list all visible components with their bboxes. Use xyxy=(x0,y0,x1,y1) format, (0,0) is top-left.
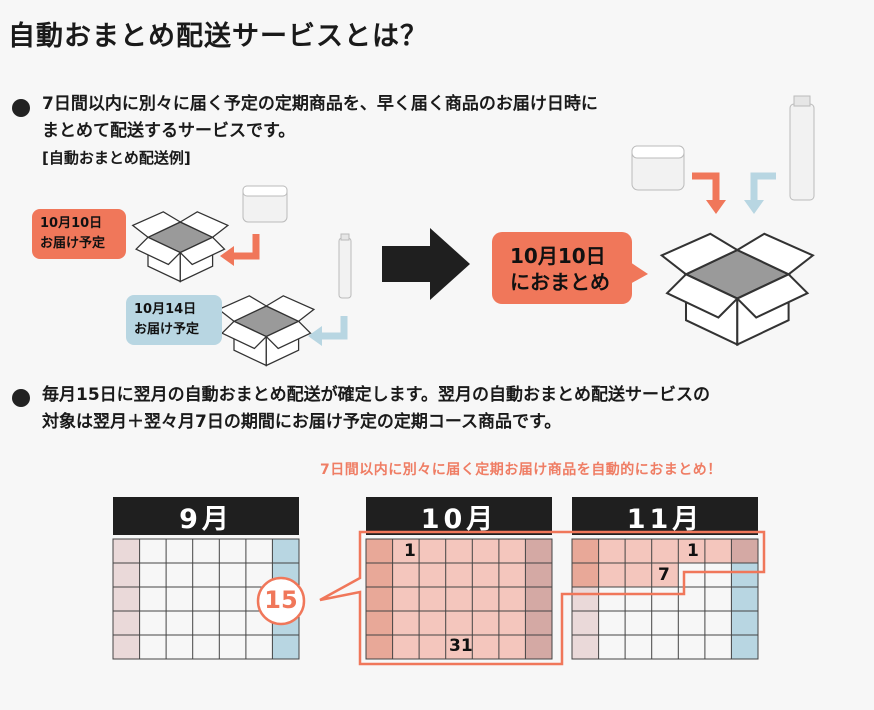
calendar-note: 7日間以内に別々に届く定期お届け商品を自動的におまとめ！ xyxy=(320,462,722,478)
calendar-header-sep-bg xyxy=(113,497,299,535)
blue-arrowhead-icon-2 xyxy=(744,200,764,214)
page-title: 自動おまとめ配送サービスとは？ xyxy=(8,21,428,52)
calendar-month-sep: 9月 xyxy=(179,503,233,535)
orange-arrowhead-icon-1 xyxy=(220,246,234,266)
nov-day-7: 7 xyxy=(658,565,670,585)
calendar-header-nov-bg xyxy=(572,497,758,535)
combined-tag-pointer xyxy=(630,262,648,284)
orange-arrow-icon-2 xyxy=(692,172,720,200)
blue-arrowhead-icon-1 xyxy=(308,326,322,346)
jar-icon-2 xyxy=(631,145,685,191)
blue-arrow-icon-1 xyxy=(320,316,348,340)
blue-arrow-icon-2 xyxy=(750,172,776,200)
tag1-label: お届け予定 xyxy=(40,236,106,251)
point1-text: 7日間以内に別々に届く予定の定期商品を、早く届く商品のお届け日時に まとめて配送… xyxy=(42,91,598,145)
tag2-date: 10月14日 xyxy=(134,302,197,317)
delivery-tag-oct10: 10月10日 お届け予定 xyxy=(32,209,126,259)
oct-day-31: 31 xyxy=(449,636,473,656)
calendar-grid-nov xyxy=(571,538,759,660)
point2-line1: 毎月15日に翌月の自動おまとめ配送が確定します。翌月の自動おまとめ配送サービスの xyxy=(42,385,710,405)
example-illustration xyxy=(132,95,815,367)
point1-line1: 7日間以内に別々に届く予定の定期商品を、早く届く商品のお届け日時に xyxy=(42,94,598,114)
jar-icon-1 xyxy=(242,185,288,223)
calendar-grid-oct xyxy=(365,538,553,660)
combine-range-outline xyxy=(319,530,766,666)
example-label: [自動おまとめ配送例] xyxy=(42,149,191,167)
delivery-tag-oct14: 10月14日 お届け予定 xyxy=(126,295,222,345)
confirm-day-badge: 15 xyxy=(264,586,298,614)
bottle-icon-1 xyxy=(338,233,352,299)
point1-line2: まとめて配送するサービスです。 xyxy=(42,121,296,141)
orange-arrow-icon-1 xyxy=(232,234,260,260)
orange-arrowhead-icon-2 xyxy=(706,200,726,214)
point2-text: 毎月15日に翌月の自動おまとめ配送が確定します。翌月の自動おまとめ配送サービスの… xyxy=(42,382,710,436)
bullet-dot-1 xyxy=(12,99,30,117)
tag2-label: お届け予定 xyxy=(134,322,200,337)
calendar-month-oct: 10月 xyxy=(420,503,498,535)
big-right-arrow-icon xyxy=(382,228,470,300)
bottle-icon-2 xyxy=(789,95,815,201)
result-date: 10月10日 xyxy=(510,244,606,268)
nov-day-1: 1 xyxy=(687,541,699,561)
combined-tag-oct10: 10月10日 におまとめ xyxy=(492,232,632,304)
result-label: におまとめ xyxy=(510,270,610,294)
calendar-header-oct-bg xyxy=(366,497,552,535)
bullet-dot-2 xyxy=(12,389,30,407)
calendar-month-nov: 11月 xyxy=(626,503,704,535)
tag1-date: 10月10日 xyxy=(40,216,103,231)
point2-line2: 対象は翌月＋翌々月7日の期間にお届け予定の定期コース商品です。 xyxy=(42,412,562,432)
oct-day-1: 1 xyxy=(404,541,416,561)
badge-circle-icon xyxy=(256,576,306,626)
